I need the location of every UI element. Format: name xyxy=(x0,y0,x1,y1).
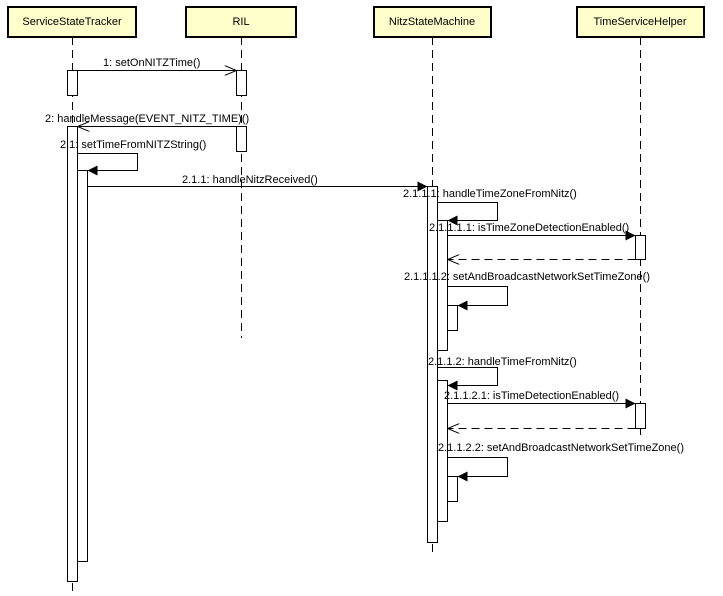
message-arrow-2-1[interactable] xyxy=(77,153,138,176)
message-label-2-1-1-2: 2.1.1.2: handleTimeFromNitz() xyxy=(428,356,577,368)
message-label-2-1-1-1-1: 2.1.1.1.1: isTimeZoneDetectionEnabled() xyxy=(429,222,629,234)
activation-nsm-2-1-1-2 xyxy=(437,380,448,522)
activation-nsm-2-1-1-2-2 xyxy=(447,476,458,502)
messages xyxy=(77,71,636,482)
message-label-2-1-1-2-2: 2.1.1.2.2: setAndBroadcastNetworkSetTime… xyxy=(438,442,684,454)
message-arrow-2-1-1-1-2[interactable] xyxy=(447,286,508,311)
participant-ril[interactable]: RIL xyxy=(185,6,297,38)
message-label-2: 2: handleMessage(EVENT_NITZ_TIME)() xyxy=(45,113,249,125)
message-label-2-1-1-1: 2.1.1.1: handleTimeZoneFromNitz() xyxy=(403,188,577,200)
message-arrow-2-1-1-2[interactable] xyxy=(437,367,498,391)
message-arrow-2-1-1-2-2[interactable] xyxy=(447,457,508,482)
activation-nsm-2-1-1-1-2 xyxy=(447,305,458,331)
activation-nsm-2-1-1-1 xyxy=(437,220,448,351)
message-label-2-1: 2.1: setTimeFromNITZString() xyxy=(60,139,206,151)
message-label-2-1-1-2-1: 2.1.1.2.1: isTimeDetectionEnabled() xyxy=(444,390,619,402)
activation-tsh-2-1-1-1-1 xyxy=(635,235,646,260)
participant-service-state-tracker[interactable]: ServiceStateTracker xyxy=(7,6,137,38)
activations xyxy=(67,70,646,582)
participant-label: ServiceStateTracker xyxy=(22,16,122,28)
activation-sst-1 xyxy=(67,70,78,96)
participant-label: NitzStateMachine xyxy=(389,16,475,28)
participant-nitz-state-machine[interactable]: NitzStateMachine xyxy=(373,6,492,38)
participant-label: TimeServiceHelper xyxy=(593,16,686,28)
message-label-1: 1: setOnNITZTime() xyxy=(103,57,200,69)
message-arrow-2-1-1-1[interactable] xyxy=(437,202,498,226)
activation-ril-2 xyxy=(236,126,247,152)
activation-sst-2 xyxy=(67,126,78,582)
activation-ril-1 xyxy=(236,70,247,96)
activation-sst-2-1 xyxy=(77,170,88,562)
message-labels: 1: setOnNITZTime() 2: handleMessage(EVEN… xyxy=(45,57,684,454)
activation-nsm-2-1-1 xyxy=(427,186,438,543)
activation-tsh-2-1-1-2-1 xyxy=(635,403,646,429)
message-label-2-1-1: 2.1.1: handleNitzReceived() xyxy=(182,174,318,186)
participant-time-service-helper[interactable]: TimeServiceHelper xyxy=(576,6,705,38)
participant-label: RIL xyxy=(232,16,249,28)
message-label-2-1-1-1-2: 2.1.1.1.2: setAndBroadcastNetworkSetTime… xyxy=(404,271,650,283)
